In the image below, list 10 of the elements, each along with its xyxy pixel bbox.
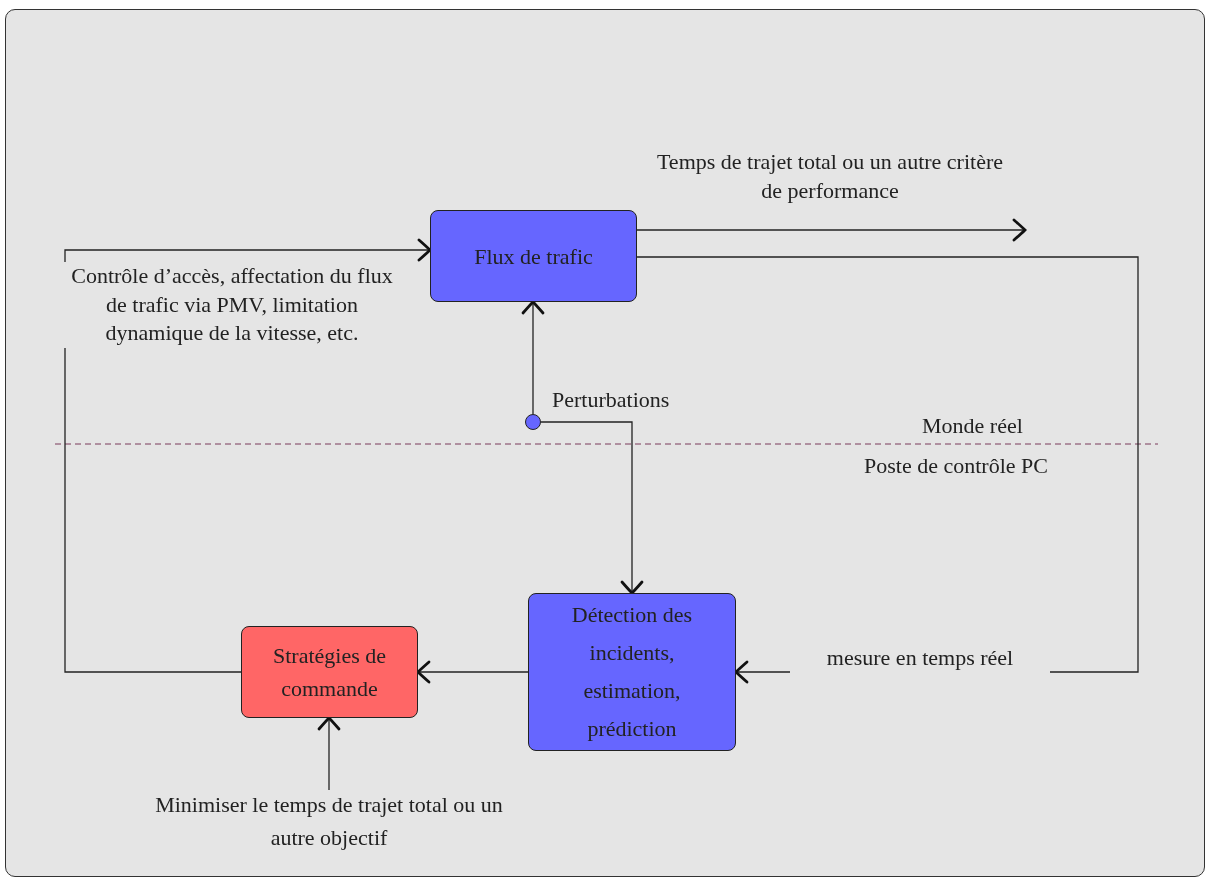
- region-label: Poste de contrôle PC: [864, 452, 1048, 480]
- region-label: Monde réel: [922, 412, 1023, 440]
- node-label: Détection des incidents, estimation, prédiction: [570, 601, 694, 743]
- disturbance-label: Perturbations: [552, 386, 670, 414]
- node-label: Flux de trafic: [473, 242, 594, 271]
- objective-text: Minimiser le temps de trajet total ou un autre objectif: [154, 791, 504, 852]
- process-box: [430, 210, 637, 302]
- process-box: [528, 593, 736, 751]
- process-box: [241, 626, 418, 718]
- node-label: Stratégies de commande: [272, 642, 387, 703]
